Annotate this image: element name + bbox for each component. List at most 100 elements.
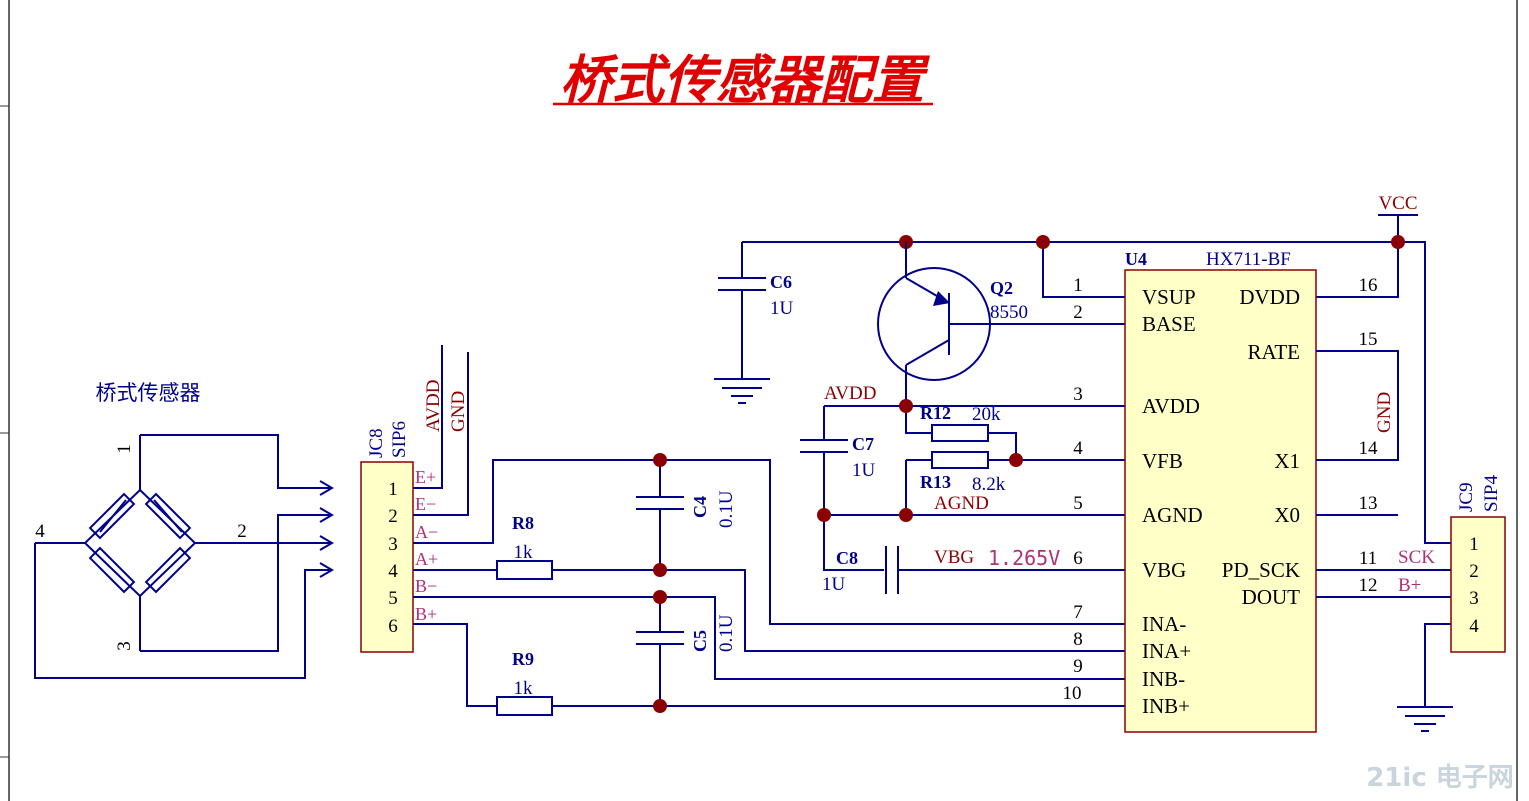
jc8-pin-6: 6 (388, 616, 398, 637)
watermark-logo: 21ic 电子网 (1366, 763, 1514, 793)
u4-pin-15-num: 15 (1359, 329, 1378, 350)
jc8-connector (360, 461, 414, 653)
vcc-rail (742, 214, 1451, 544)
c5-ref: C5 (690, 630, 710, 652)
jc8-rail-gnd: GND (448, 391, 469, 432)
q2-ref: Q2 (990, 278, 1013, 298)
u4-right-wires (1316, 350, 1451, 706)
u4-pin-3-num: 3 (1073, 384, 1083, 405)
bridge-wires (34, 434, 334, 679)
avdd-net (800, 399, 1125, 571)
u4-pin-vsup: VSUP (1142, 285, 1196, 309)
c7-value: 1U (852, 460, 876, 481)
jc8-signal-aplus: A+ (415, 549, 438, 569)
u4-pin-inb-plus: INB+ (1142, 694, 1190, 718)
c5-capacitor (636, 631, 684, 645)
u4-ref: U4 (1125, 249, 1147, 269)
c4-capacitor (636, 496, 684, 510)
q2-value: 8550 (990, 302, 1028, 323)
u4-pin-12-num: 12 (1359, 575, 1378, 596)
c5-value: 0.1U (716, 614, 737, 652)
u4-pin-x1: X1 (1274, 449, 1300, 473)
jc8-signal-aminus: A− (415, 522, 438, 542)
c6-capacitor (718, 242, 766, 378)
c7-ref: C7 (852, 434, 874, 454)
page-title: 桥式传感器配置 (560, 51, 931, 111)
c8-ref: C8 (836, 548, 858, 568)
u4-pin-11-num: 11 (1359, 548, 1377, 569)
jc8-rail-avdd: AVDD (423, 380, 444, 432)
r13-value: 8.2k (972, 474, 1006, 495)
jc8-signal-eminus: E− (415, 494, 436, 514)
u4-pin-1-num: 1 (1073, 275, 1083, 296)
jc8-signal-eplus: E+ (415, 467, 436, 487)
c4-value: 0.1U (716, 490, 737, 528)
u4-pin-dout: DOUT (1242, 585, 1300, 609)
r8-resistor (496, 560, 553, 580)
jc9-pin-3: 3 (1469, 588, 1479, 609)
u4-pin-pd-sck: PD_SCK (1222, 558, 1300, 582)
jc8-pin-5: 5 (388, 588, 398, 609)
r13-ref: R13 (920, 472, 951, 492)
c8-capacitor (885, 546, 1125, 594)
u4-pin-dvdd: DVDD (1239, 285, 1300, 309)
u4-pin-7-num: 7 (1073, 602, 1083, 623)
u4-pin-8-num: 8 (1073, 629, 1083, 650)
u4-pin-vfb: VFB (1142, 449, 1183, 473)
r13-resistor (931, 451, 989, 469)
jc9-connector (1450, 516, 1506, 653)
r9-value: 1k (514, 678, 534, 699)
c6-value: 1U (770, 298, 794, 319)
jc8-signal-bplus: B+ (415, 604, 437, 624)
jc8-rail-wires (413, 345, 469, 516)
r12-value: 20k (972, 404, 1001, 425)
u4-pin-16-num: 16 (1359, 275, 1378, 296)
u4-pin-ina-plus: INA+ (1142, 639, 1191, 663)
ground-symbol (1397, 706, 1453, 732)
bplus-label: B+ (1398, 575, 1421, 596)
r12-ref: R12 (920, 403, 951, 423)
u4-pin-avdd: AVDD (1142, 394, 1200, 418)
jc8-pin-4: 4 (388, 561, 398, 582)
u4-pin-13-num: 13 (1359, 493, 1378, 514)
bridge-pin-4: 4 (35, 521, 45, 542)
jc8-pin-3: 3 (388, 534, 398, 555)
avdd-net-label: AVDD (824, 383, 876, 404)
bridge-pin-3: 3 (114, 641, 135, 651)
ground-symbol (714, 378, 770, 404)
jc9-pin-2: 2 (1469, 561, 1479, 582)
c8-value: 1U (822, 574, 846, 595)
jc9-pin-1: 1 (1469, 534, 1479, 555)
jc9-type: SIP4 (1481, 475, 1502, 512)
u4-pin-10-num: 10 (1063, 683, 1082, 704)
jc9-ref: JC9 (1456, 482, 1477, 512)
jc8-pin-2: 2 (388, 506, 398, 527)
u4-chip (1124, 269, 1317, 733)
u4-pin-inb-minus: INB- (1142, 667, 1185, 691)
c6-ref: C6 (770, 272, 792, 292)
r12-resistor (931, 424, 989, 442)
u4-pin-5-num: 5 (1073, 493, 1083, 514)
u4-pin-x0: X0 (1274, 503, 1300, 527)
u4-pin-rate: RATE (1248, 340, 1301, 364)
agnd-net-label: AGND (934, 493, 989, 514)
gnd-rate-label: GND (1374, 392, 1395, 433)
u4-pin-14-num: 14 (1359, 438, 1379, 459)
u4-pin-6-num: 6 (1073, 548, 1083, 569)
u4-part: HX711-BF (1206, 249, 1291, 270)
r8-value: 1k (514, 542, 534, 563)
bridge-pin-1: 1 (114, 444, 135, 454)
c4-ref: C4 (690, 496, 710, 518)
bridge-label: 桥式传感器 (96, 381, 201, 405)
u4-pin-ina-minus: INA- (1142, 612, 1186, 636)
vcc-label: VCC (1378, 193, 1417, 214)
u4-pin-base: BASE (1142, 312, 1196, 336)
vbg-voltage: 1.265V (988, 546, 1060, 570)
input-junctions (653, 453, 667, 713)
u4-pin-4-num: 4 (1073, 438, 1083, 459)
r8-ref: R8 (512, 513, 534, 533)
jc8-pin-1: 1 (388, 479, 398, 500)
bridge-sensor (35, 435, 258, 651)
u4-pin-vbg: VBG (1142, 558, 1186, 582)
